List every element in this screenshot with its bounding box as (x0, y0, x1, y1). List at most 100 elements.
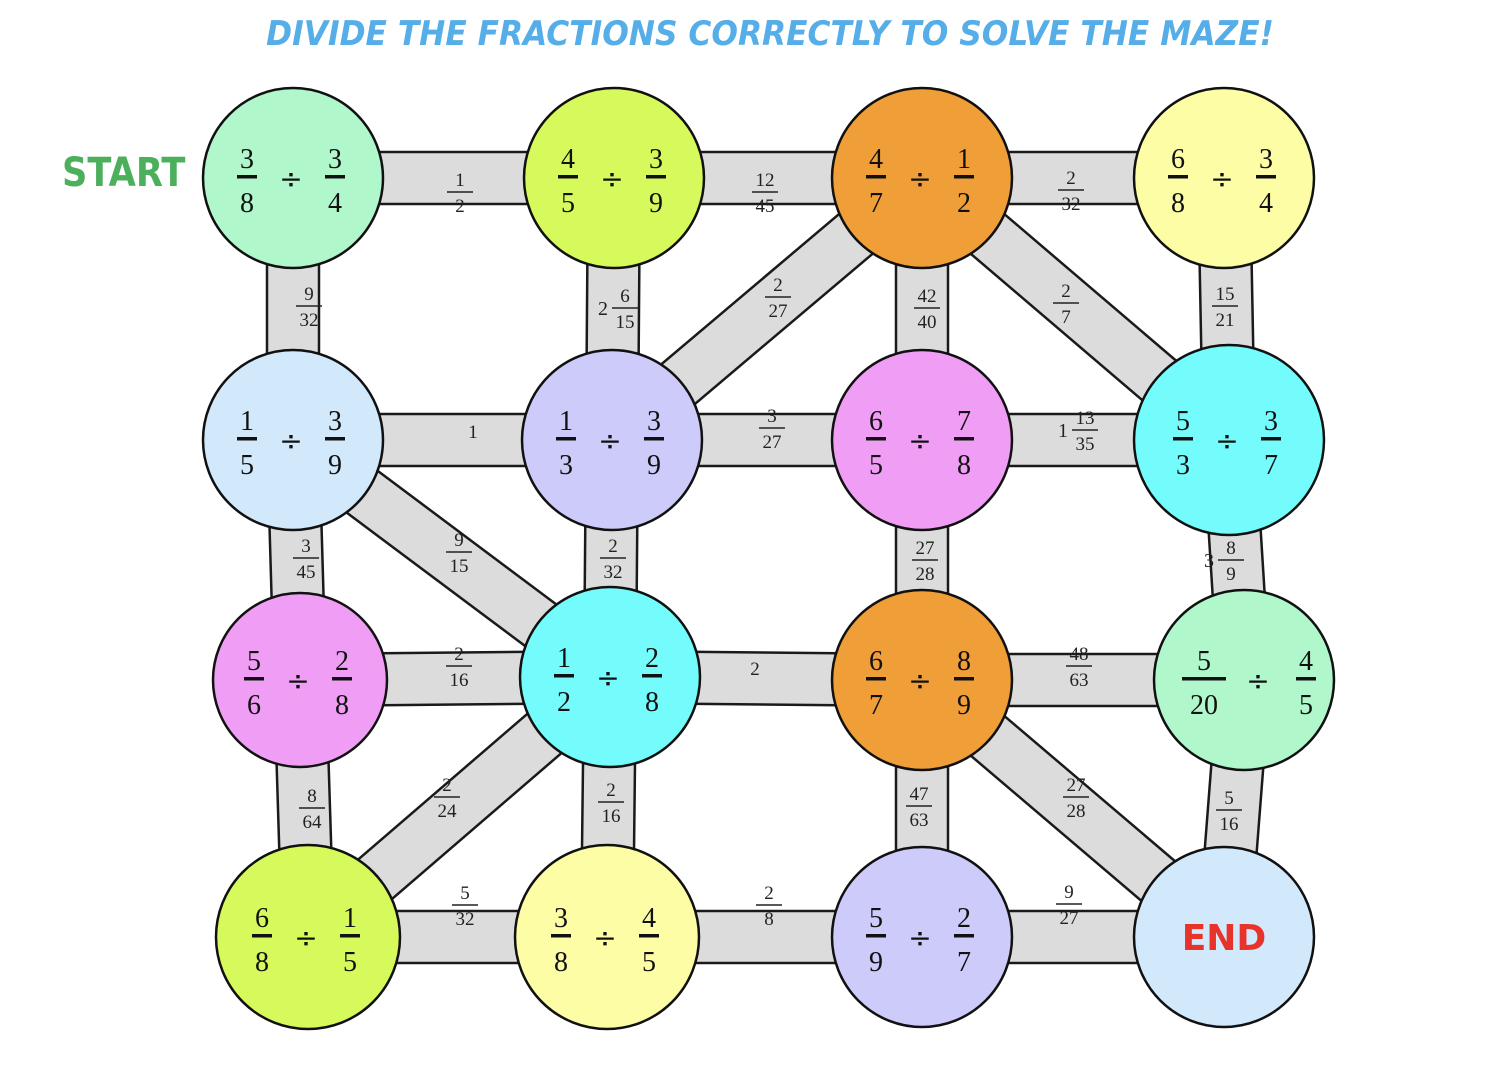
divide-sign-icon: ÷ (600, 162, 623, 195)
label-numerator: 27 (1067, 775, 1086, 796)
label-numerator: 1 (455, 170, 465, 191)
label-denominator: 16 (1220, 814, 1239, 835)
label-whole: 3 (1204, 550, 1214, 572)
fraction-node[interactable]: 38÷45 (513, 843, 701, 1031)
svg-text:1: 1 (559, 406, 573, 437)
svg-text:9: 9 (957, 690, 971, 721)
divisor-fraction: 27 (954, 903, 974, 978)
label-denominator: 24 (438, 801, 458, 822)
divide-sign-icon: ÷ (279, 162, 302, 195)
dividend-fraction: 520 (1182, 646, 1226, 721)
divide-sign-icon: ÷ (294, 921, 317, 954)
svg-text:4: 4 (1299, 646, 1313, 677)
divisor-fraction: 78 (954, 406, 974, 481)
label-denominator: 27 (1060, 908, 1079, 929)
fraction-node[interactable]: 15÷39 (201, 348, 385, 532)
dividend-fraction: 38 (237, 144, 257, 219)
svg-text:4: 4 (869, 144, 883, 175)
label-denominator: 32 (300, 310, 319, 331)
label-denominator: 15 (616, 312, 635, 333)
dividend-fraction: 15 (237, 406, 257, 481)
fraction-node[interactable]: 13÷39 (520, 348, 704, 532)
label-denominator: 28 (916, 564, 935, 585)
fraction-node[interactable]: 520÷45 (1152, 588, 1336, 772)
svg-text:3: 3 (1176, 450, 1190, 481)
divisor-fraction: 34 (1256, 144, 1276, 219)
fraction-node[interactable]: 65÷78 (830, 348, 1014, 532)
fraction-node[interactable]: 38 ÷ 34 (201, 86, 385, 270)
path-answer-label: 28 (756, 883, 782, 930)
svg-text:5: 5 (240, 450, 254, 481)
label-numerator: 5 (1224, 788, 1234, 809)
label-denominator: 21 (1216, 310, 1235, 331)
path-answer-label: 864 (299, 786, 325, 833)
path-answer-label: 327 (759, 406, 785, 453)
svg-text:8: 8 (554, 947, 568, 978)
divide-sign-icon: ÷ (908, 162, 931, 195)
fraction-node[interactable]: 53÷37 (1132, 343, 1326, 537)
dividend-fraction: 67 (866, 646, 886, 721)
label-denominator: 16 (602, 806, 621, 827)
divisor-fraction: 34 (325, 144, 345, 219)
label-numerator: 48 (1070, 644, 1089, 665)
label-denominator: 35 (1076, 434, 1095, 455)
label-whole: 2 (750, 659, 760, 680)
svg-text:9: 9 (869, 947, 883, 978)
svg-text:3: 3 (328, 144, 342, 175)
fraction-node[interactable]: 47÷12 (830, 86, 1014, 270)
label-numerator: 2 (606, 780, 616, 801)
svg-text:5: 5 (1299, 690, 1313, 721)
dividend-fraction: 13 (556, 406, 576, 481)
label-numerator: 3 (767, 406, 777, 427)
svg-text:2: 2 (957, 188, 971, 219)
maze-nodes: 38÷3445÷3947÷1268÷3415÷3913÷3965÷7853÷37… (201, 86, 1336, 1031)
svg-text:9: 9 (328, 450, 342, 481)
path-answer-label: 516 (1216, 788, 1242, 835)
divisor-fraction: 45 (639, 903, 659, 978)
svg-text:3: 3 (240, 144, 254, 175)
end-node[interactable]: END (1132, 845, 1316, 1029)
label-denominator: 15 (450, 556, 469, 577)
fraction-node[interactable]: 59÷27 (830, 845, 1014, 1029)
fraction-node[interactable]: 68÷34 (1132, 86, 1316, 270)
svg-text:5: 5 (1176, 406, 1190, 437)
dividend-fraction: 68 (252, 903, 272, 978)
fraction-node[interactable]: 56÷28 (211, 591, 389, 769)
divisor-fraction: 15 (340, 903, 360, 978)
svg-text:8: 8 (957, 450, 971, 481)
svg-text:3: 3 (554, 903, 568, 934)
fraction-node[interactable]: 68 ÷ 15 (214, 843, 402, 1031)
fraction-node[interactable]: 67÷89 (830, 588, 1014, 772)
label-numerator: 42 (918, 286, 937, 307)
svg-text:2: 2 (645, 643, 659, 674)
label-denominator: 45 (756, 196, 775, 217)
svg-text:8: 8 (255, 947, 269, 978)
label-whole: 2 (598, 298, 608, 320)
start-label: START (62, 150, 186, 196)
divide-sign-icon: ÷ (596, 661, 619, 694)
fraction-node[interactable]: 45÷39 (522, 86, 706, 270)
svg-text:8: 8 (645, 687, 659, 718)
path-answer-label: 216 (446, 644, 472, 691)
path-answer-label: 227 (765, 275, 791, 322)
divisor-fraction: 28 (642, 643, 662, 718)
label-numerator: 2 (773, 275, 783, 296)
label-denominator: 16 (450, 670, 469, 691)
svg-text:4: 4 (561, 144, 575, 175)
svg-text:7: 7 (957, 406, 971, 437)
svg-text:5: 5 (869, 903, 883, 934)
dividend-fraction: 38 (551, 903, 571, 978)
label-denominator: 63 (910, 810, 929, 831)
dividend-fraction: 47 (866, 144, 886, 219)
svg-text:6: 6 (247, 690, 261, 721)
path-answer-label: 932 (296, 284, 322, 331)
divide-sign-icon: ÷ (279, 424, 302, 457)
label-denominator: 32 (456, 909, 475, 930)
label-denominator: 64 (303, 812, 323, 833)
fraction-node[interactable]: 12÷28 (518, 585, 702, 769)
